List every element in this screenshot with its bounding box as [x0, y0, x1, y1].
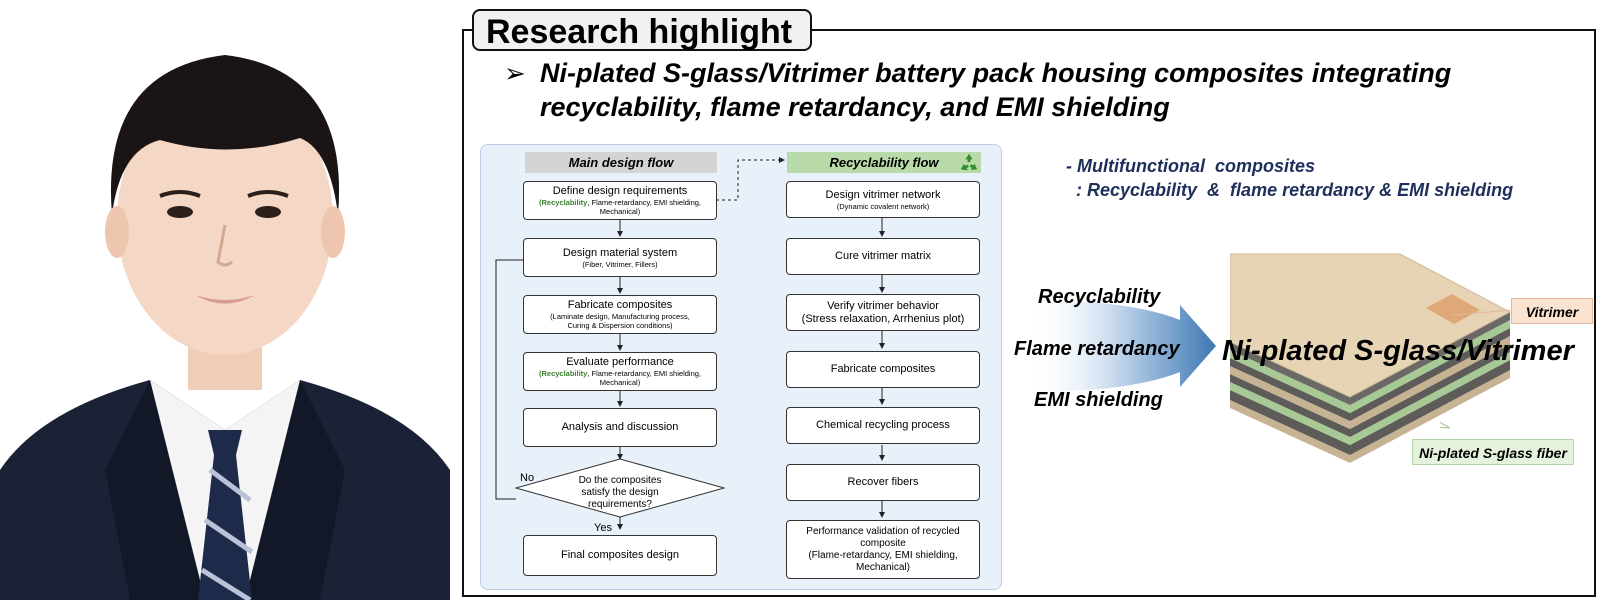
decision-diamond: [514, 458, 726, 518]
step-line-3: Mechanical): [856, 561, 910, 573]
step-title: Final composites design: [560, 549, 679, 561]
main-step-analysis: Analysis and discussion: [523, 408, 717, 447]
section-title-tag: Research highlight: [472, 9, 813, 51]
main-step-design-material: Design material system (Fiber, Vitrimer,…: [523, 238, 717, 277]
step-line-1: composite: [860, 537, 906, 549]
properties-arrow: [1030, 300, 1216, 392]
step-title: Define design requirements: [552, 185, 688, 197]
main-step-final-design: Final composites design: [523, 535, 717, 576]
main-step-define-requirements: Define design requirements (Recyclabilit…: [523, 181, 717, 220]
multifunctional-line-2: : Recyclability & flame retardancy & EMI…: [1066, 180, 1514, 200]
step-sub: (Laminate design, Manufacturing process,: [550, 312, 690, 321]
headline-line-2: recyclability, flame retardancy, and EMI…: [540, 92, 1170, 122]
step-title: Analysis and discussion: [561, 421, 679, 433]
recycle-step-design-network: Design vitrimer network (Dynamic covalen…: [786, 181, 980, 218]
step-title-2: (Stress relaxation, Arrhenius plot): [801, 312, 965, 325]
step-title: Cure vitrimer matrix: [835, 250, 931, 262]
property-flame-retardancy: Flame retardancy: [1014, 338, 1180, 360]
step-sub-highlight: (Recyclability: [538, 198, 588, 207]
recycle-step-recover-fibers: Recover fibers: [786, 464, 980, 501]
step-sub: (Dynamic covalent network): [836, 201, 930, 211]
step-title: Fabricate composites: [830, 363, 936, 375]
main-step-evaluate: Evaluate performance (Recyclability, Fla…: [523, 352, 717, 391]
step-sub-2: Curing & Dispersion conditions): [567, 321, 673, 330]
portrait-photo: [0, 0, 450, 600]
laminate-illustration: [1230, 253, 1512, 463]
decision-line-1: Do the composites: [578, 475, 662, 486]
step-sub: , Flame-retardancy, EMI shielding,: [587, 198, 701, 207]
step-line-2: (Flame-retardancy, EMI shielding,: [808, 549, 958, 561]
step-title: Recover fibers: [847, 476, 919, 488]
step-sub: (Fiber, Vitrimer, Fillers): [582, 259, 658, 269]
decision-line-2: satisfy the design: [581, 487, 659, 498]
multifunctional-line-1: - Multifunctional composites: [1066, 156, 1316, 176]
recycle-step-cure: Cure vitrimer matrix: [786, 238, 980, 275]
step-title: Evaluate performance: [566, 356, 674, 368]
main-step-fabricate: Fabricate composites (Laminate design, M…: [523, 295, 717, 334]
step-sub-2: Mechanical): [599, 378, 641, 387]
step-title: Design material system: [562, 246, 678, 259]
bullet-arrow-icon: ➢: [504, 58, 526, 88]
step-sub-highlight: (Recyclability: [538, 369, 588, 378]
main-design-flow-title: Main design flow: [525, 152, 717, 173]
label-leaders: [1440, 309, 1511, 429]
vitrimer-label: Vitrimer: [1511, 298, 1593, 324]
step-title: Performance validation of recycled: [806, 525, 960, 537]
step-title: Design vitrimer network: [825, 188, 941, 201]
decision-text: Do the composites satisfy the design req…: [566, 475, 674, 511]
step-sub: , Flame-retardancy, EMI shielding,: [587, 369, 701, 378]
property-emi-shielding: EMI shielding: [1034, 389, 1163, 411]
recycle-step-chemical-recycling: Chemical recycling process: [786, 407, 980, 444]
recycle-icon: [960, 153, 978, 171]
step-title: Fabricate composites: [567, 299, 673, 311]
composite-name: Ni-plated S-glass/Vitrimer: [1222, 335, 1574, 367]
recycle-step-fabricate: Fabricate composites: [786, 351, 980, 388]
no-label: No: [520, 472, 535, 484]
recycle-step-verify: Verify vitrimer behavior (Stress relaxat…: [786, 294, 980, 331]
ni-plated-fiber-label: Ni-plated S-glass fiber: [1412, 439, 1574, 465]
property-recyclability: Recyclability: [1038, 286, 1161, 308]
step-title: Verify vitrimer behavior: [827, 299, 939, 312]
headline-line-1: Ni-plated S-glass/Vitrimer battery pack …: [540, 58, 1452, 88]
step-title: Chemical recycling process: [816, 419, 950, 431]
step-sub-2: Mechanical): [599, 207, 641, 216]
decision-line-3: requirements?: [588, 499, 652, 510]
recyclability-flow-title: Recyclability flow: [787, 152, 981, 173]
recycle-step-performance-validation: Performance validation of recycled compo…: [786, 520, 980, 579]
flow-connectors: [495, 157, 885, 530]
yes-label: Yes: [594, 522, 612, 534]
